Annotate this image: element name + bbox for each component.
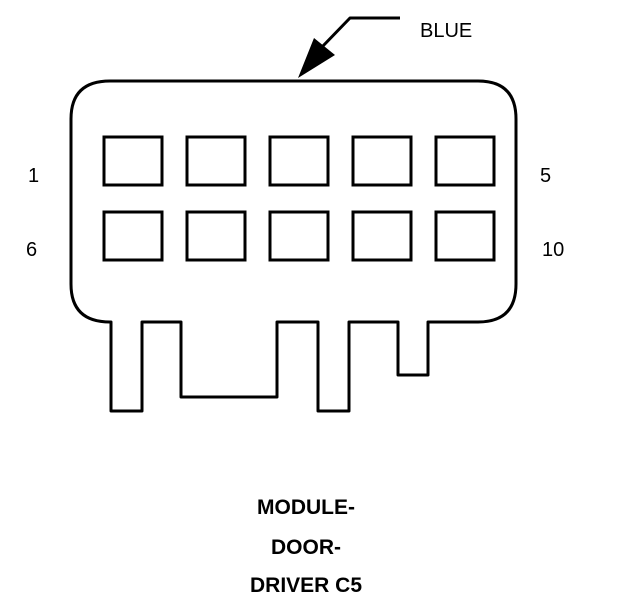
pin-label-6: 6 (26, 239, 37, 261)
cavity-row-bottom (102, 210, 496, 262)
cavity-5 (434, 135, 496, 187)
cavity-6 (102, 210, 164, 262)
cavity-row-top (102, 135, 496, 187)
connector-housing (69, 79, 518, 413)
callout-arrowhead (298, 38, 335, 78)
pin-label-1: 1 (28, 165, 39, 187)
cavity-7 (185, 210, 247, 262)
cavity-4 (351, 135, 413, 187)
cavity-10 (434, 210, 496, 262)
callout-leader-line (319, 16, 400, 50)
caption-line-3: DRIVER C5 (250, 574, 362, 597)
caption-line-2: DOOR- (271, 536, 341, 559)
pin-label-10: 10 (542, 239, 564, 261)
cavity-9 (351, 210, 413, 262)
color-label: BLUE (420, 20, 472, 42)
cavity-3 (268, 135, 330, 187)
cavity-1 (102, 135, 164, 187)
cavity-8 (268, 210, 330, 262)
cavity-2 (185, 135, 247, 187)
caption-line-1: MODULE- (257, 496, 355, 519)
pin-label-5: 5 (540, 165, 551, 187)
